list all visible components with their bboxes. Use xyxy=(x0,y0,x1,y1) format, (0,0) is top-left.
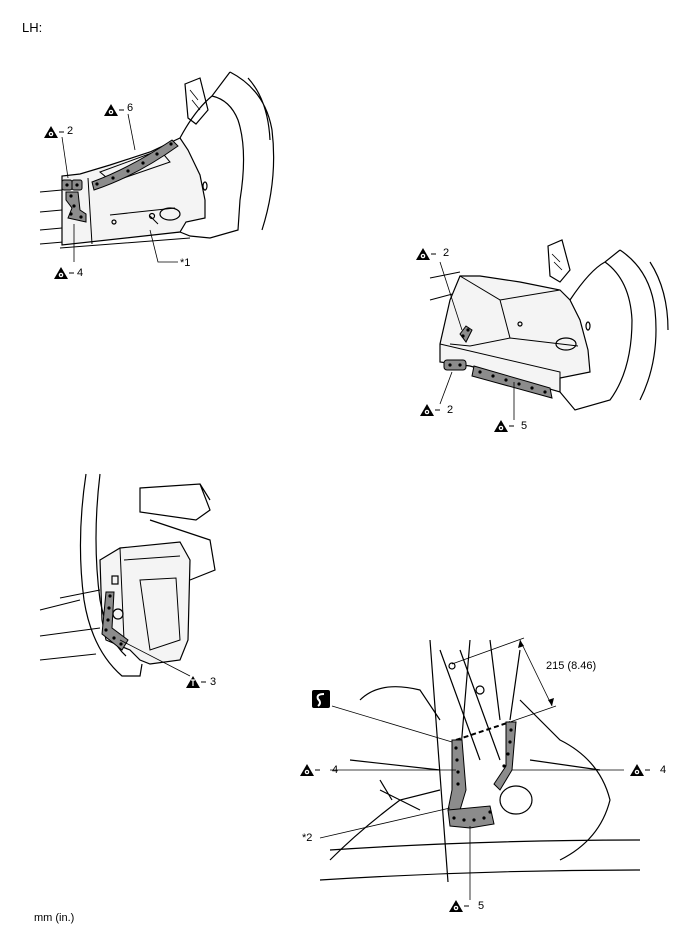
spot-weld-triangle-icon xyxy=(420,404,440,416)
weld-count-5: 5 xyxy=(521,420,528,432)
weld-count-6: 6 xyxy=(127,102,134,114)
weld-count-4: 4 xyxy=(77,267,84,279)
weld-count-2-upper: 2 xyxy=(443,247,450,259)
spot-weld-triangle-icon xyxy=(494,420,514,432)
part-reference-2: *2 xyxy=(302,832,313,844)
sealer-s-icon xyxy=(312,690,330,708)
spot-weld-triangle-icon xyxy=(416,248,436,260)
dimension-label: 215 (8.46) xyxy=(546,660,597,672)
spot-weld-triangle-icon xyxy=(630,764,650,776)
weld-count-3: 3 xyxy=(210,676,217,688)
spot-weld-triangle-icon xyxy=(44,126,64,138)
units-note: mm (in.) xyxy=(34,912,75,924)
spot-weld-triangle-icon xyxy=(54,267,74,279)
spot-weld-triangle-icon xyxy=(104,104,124,116)
side-label: LH: xyxy=(22,20,43,35)
weld-count-4-left: 4 xyxy=(332,764,339,776)
weld-count-2-lower: 2 xyxy=(447,404,454,416)
spot-weld-triangle-icon xyxy=(449,900,469,912)
part-reference-1: *1 xyxy=(180,257,191,269)
spot-weld-triangle-icon xyxy=(300,764,320,776)
plug-weld-triangle-icon xyxy=(186,676,206,688)
weld-count-4-right: 4 xyxy=(660,764,667,776)
weld-count-5: 5 xyxy=(478,900,485,912)
weld-count-2: 2 xyxy=(67,125,74,137)
